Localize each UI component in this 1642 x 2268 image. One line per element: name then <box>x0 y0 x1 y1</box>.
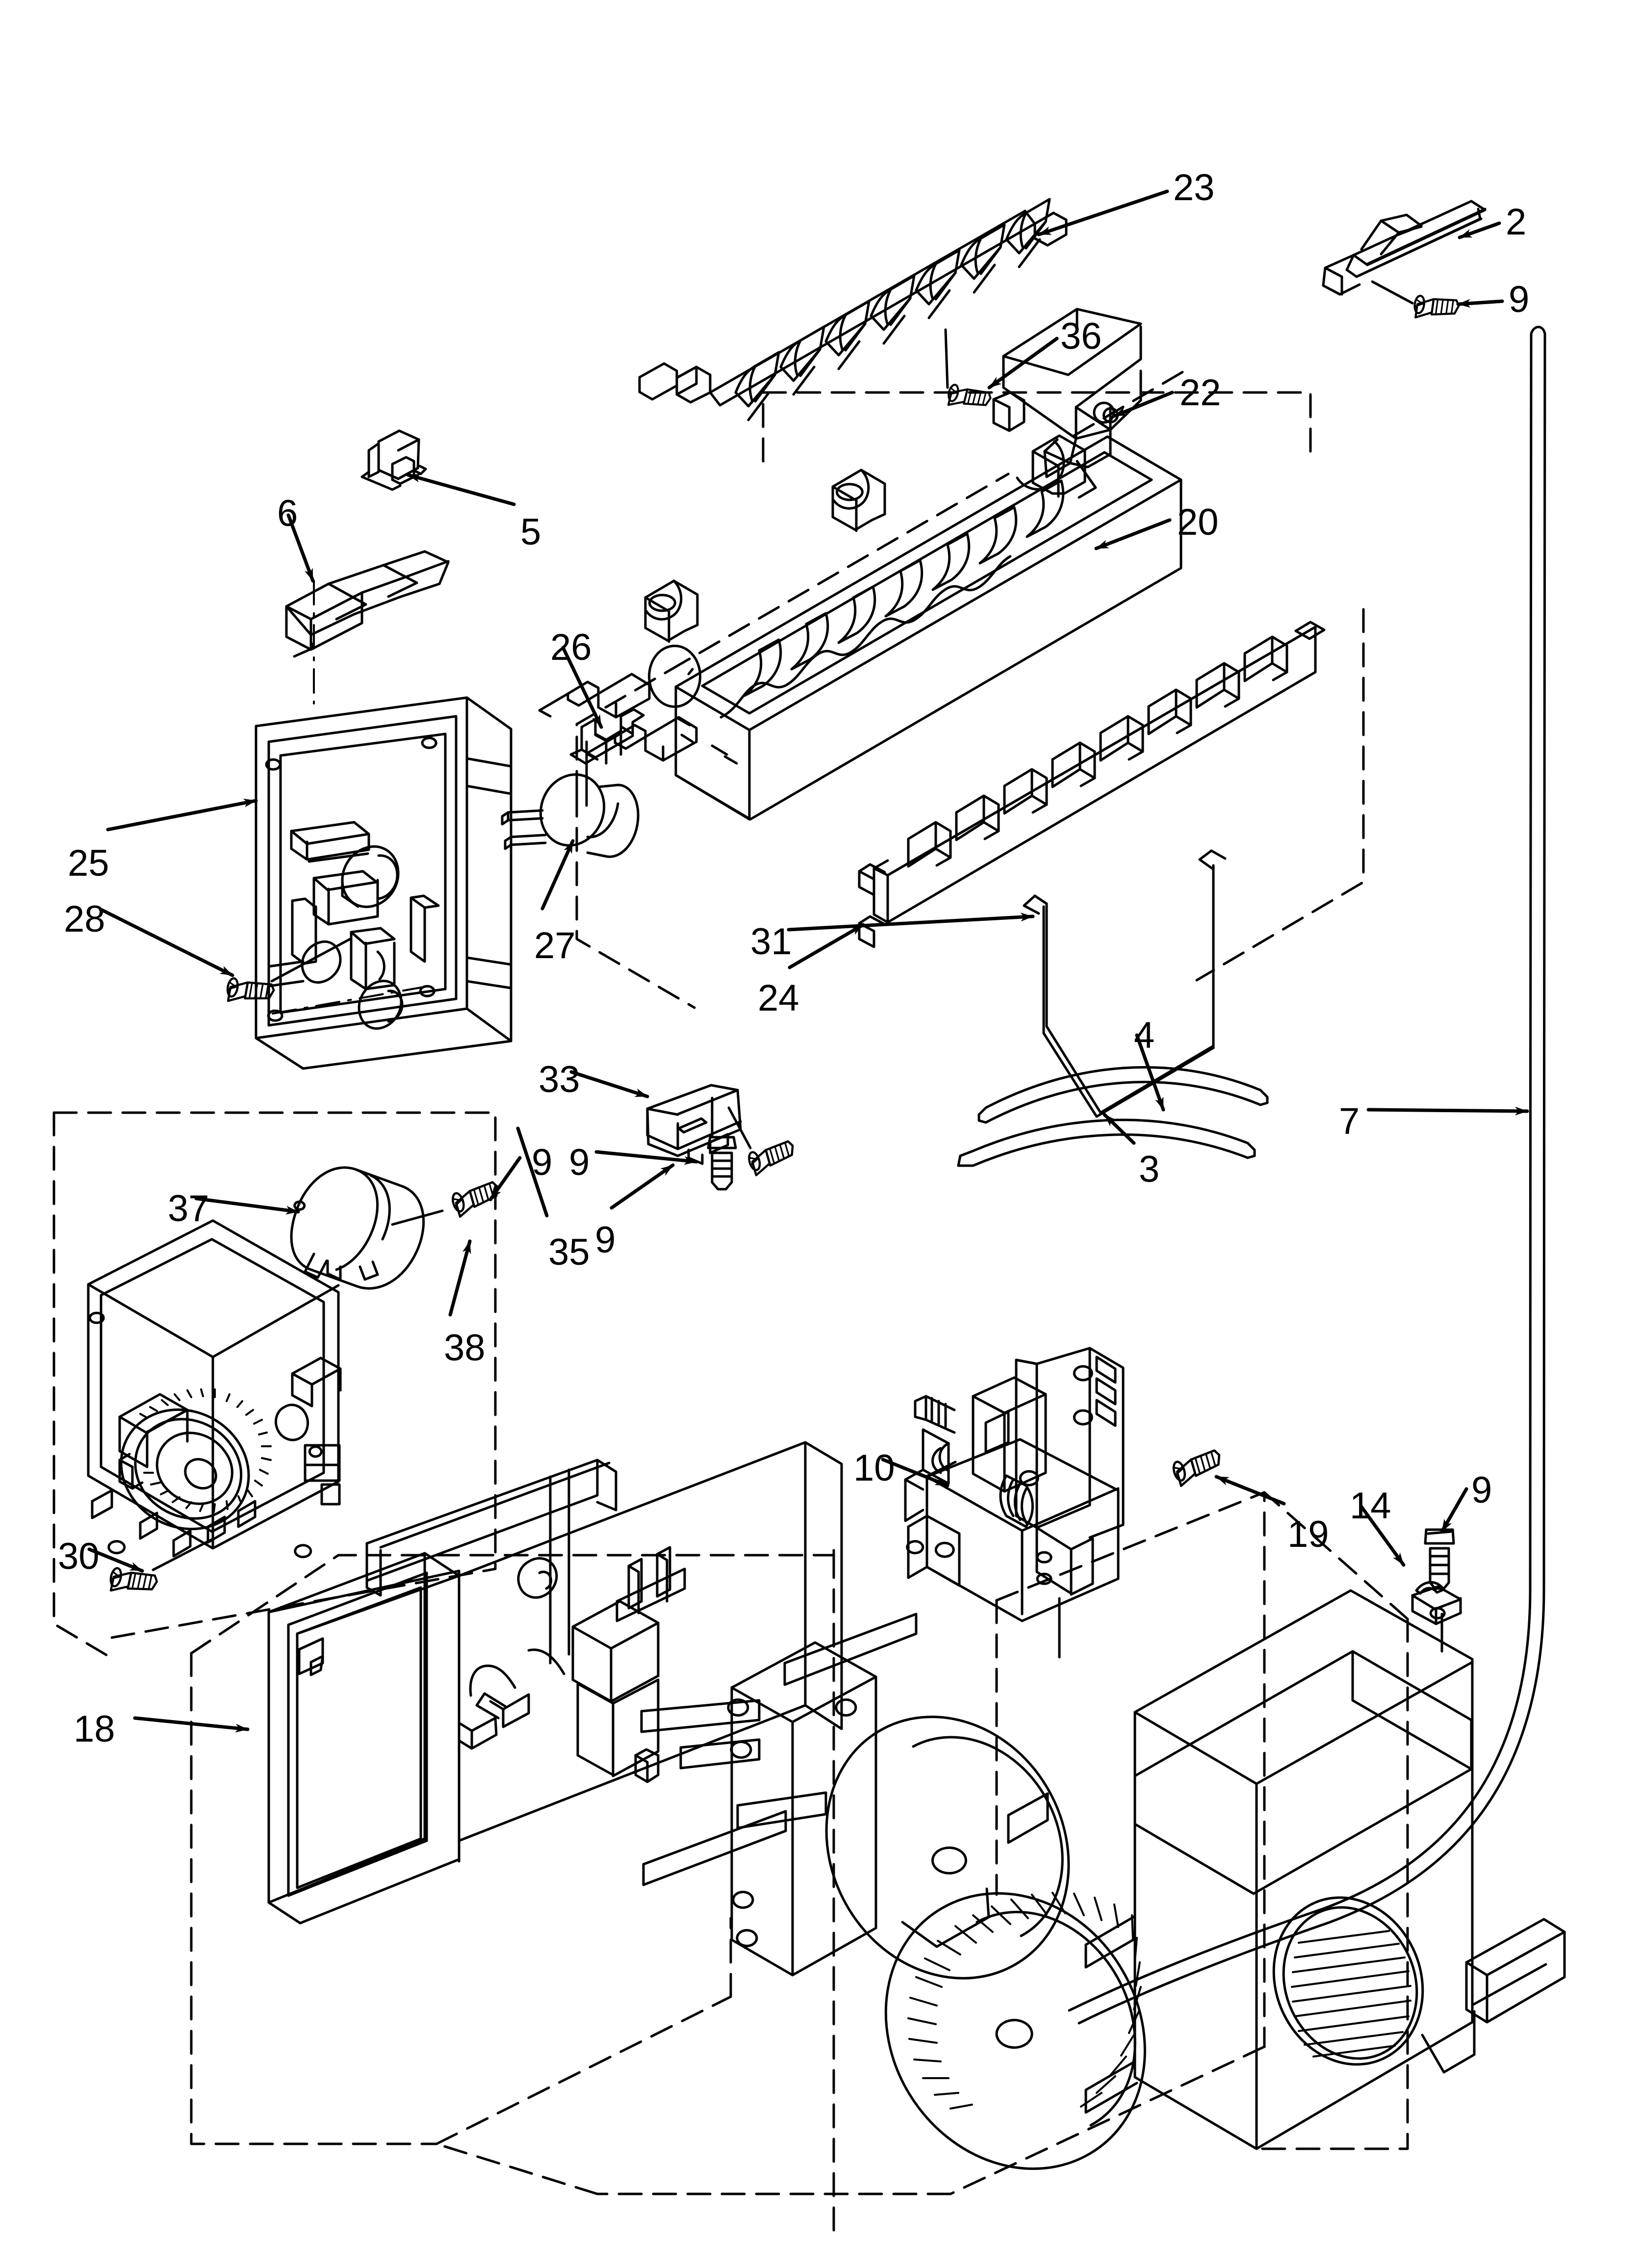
callout-number-35: 35 <box>548 1231 590 1273</box>
callout-number-38: 38 <box>444 1327 486 1369</box>
part-gearcase-plate <box>87 1219 342 1559</box>
callout-number-2: 2 <box>1506 201 1527 243</box>
callout-number-30: 30 <box>58 1536 100 1577</box>
callout-number-28: 28 <box>64 898 105 940</box>
callout-number-6: 6 <box>277 493 298 534</box>
part-motor-coupler <box>569 708 645 765</box>
part-screw-center-a <box>707 1096 737 1191</box>
part-water-fill-tube-4 <box>977 1066 1269 1124</box>
part-icemaker-housing <box>255 696 513 1070</box>
part-screw-center-b <box>727 1106 797 1176</box>
callout-number-36: 36 <box>1060 315 1102 357</box>
part-valve-mounting-screw <box>1172 1450 1225 1487</box>
callout-number-27: 27 <box>534 925 576 966</box>
callout-number-9-b: 9 <box>569 1142 590 1183</box>
part-ice-level-shutoff-arm <box>1023 849 1227 1118</box>
part-tubing-clamp <box>1411 1581 1462 1653</box>
callout-number-10: 10 <box>853 1447 895 1489</box>
callout-number-9-c: 9 <box>595 1219 616 1261</box>
callout-number-26: 26 <box>550 626 592 668</box>
part-water-supply-tubing <box>1068 326 1546 2025</box>
callout-number-19: 19 <box>1287 1513 1329 1555</box>
part-icemaker-motor <box>501 740 640 858</box>
part-fan-blade <box>884 1892 1146 2170</box>
callout-number-37: 37 <box>168 1188 209 1229</box>
callout-number-14: 14 <box>1350 1485 1391 1527</box>
callout-number-3: 3 <box>1139 1148 1160 1190</box>
callout-number-33: 33 <box>539 1059 580 1100</box>
part-icemaker-assembly <box>267 1441 1070 1980</box>
part-cover-screw <box>391 1181 502 1226</box>
part-water-fill-tube-3 <box>957 1119 1256 1167</box>
callout-number-23: 23 <box>1173 167 1215 209</box>
callout-number-18: 18 <box>74 1708 115 1750</box>
part-ice-level-arm-stop <box>285 550 450 658</box>
callout-number-9-e: 9 <box>1471 1469 1492 1511</box>
callout-number-9-a: 9 <box>1509 279 1530 320</box>
part-mounting-screw-36 <box>944 328 992 415</box>
callout-number-20: 20 <box>1177 501 1219 543</box>
callout-number-22: 22 <box>1180 372 1221 414</box>
part-housing-screw <box>226 938 352 1008</box>
part-fan-housing <box>1084 1589 1566 2150</box>
part-clamp-screw <box>1424 1528 1455 1590</box>
callout-number-4: 4 <box>1134 1015 1155 1056</box>
part-gearcase-screw <box>108 1538 213 1599</box>
callout-number-7: 7 <box>1339 1100 1360 1142</box>
part-motor-cover <box>290 1166 425 1290</box>
part-wire-clip <box>360 429 427 491</box>
part-screw-top-right <box>1371 280 1460 323</box>
callout-number-5: 5 <box>520 511 541 553</box>
callout-number-31: 31 <box>750 921 792 963</box>
part-ice-mold-tray <box>538 434 1182 821</box>
callout-number-25: 25 <box>68 842 109 884</box>
part-ice-ejector-arm <box>638 198 1068 421</box>
part-fill-tube-trough <box>1322 200 1487 296</box>
callout-number-24: 24 <box>758 977 799 1019</box>
part-ice-stripper <box>858 621 1326 948</box>
callout-number-9-d: 9 <box>532 1142 553 1183</box>
part-water-inlet-valve <box>904 1347 1125 1659</box>
